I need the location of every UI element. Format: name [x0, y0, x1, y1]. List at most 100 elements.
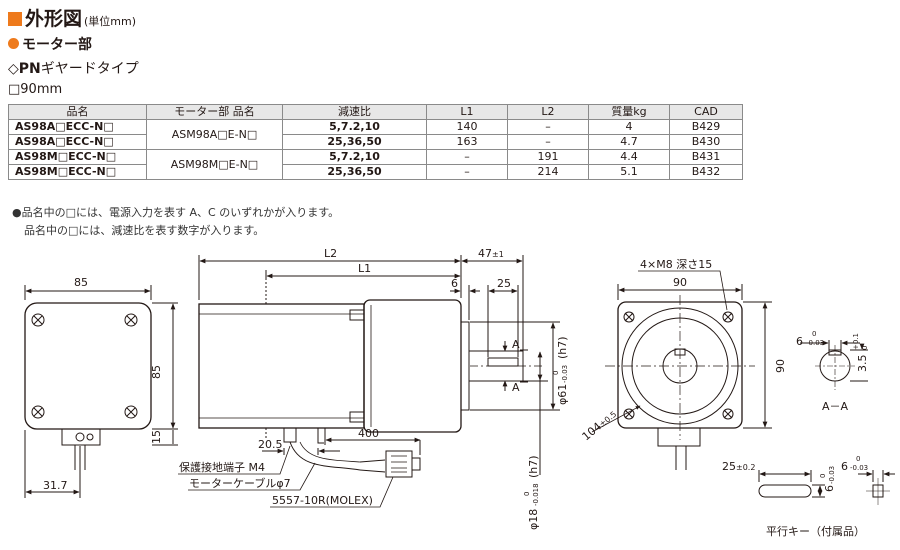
svg-text:+0.1: +0.1: [852, 333, 860, 350]
cell-mass: 5.1: [588, 164, 670, 180]
svg-text:-0.03: -0.03: [806, 339, 824, 347]
cell-cad: B432: [669, 164, 743, 180]
key-body: [758, 484, 812, 498]
tapped-hole-icon: [722, 311, 734, 323]
dim-pilot-step: 6: [451, 277, 458, 290]
cell-motor: ASM98M□E-N□: [146, 149, 283, 180]
shaft-key: [487, 357, 519, 367]
dim-lead-offset: 20.5: [258, 438, 283, 451]
dim-l1: L1: [358, 262, 371, 275]
orange-square-icon: [8, 12, 22, 26]
motor-end-view: [24, 285, 178, 498]
tapped-hole-icon: [623, 311, 635, 323]
dim-shaft-length: 47±1: [478, 247, 504, 260]
cell-product: AS98M□ECC-N□: [8, 149, 147, 165]
dim-l2: L2: [324, 247, 337, 260]
svg-text:6: 6: [841, 460, 848, 473]
svg-text:(h7): (h7): [556, 336, 569, 359]
drawing-title: 外形図 (単位mm): [8, 4, 136, 31]
gear-type-bold: PN: [18, 61, 41, 77]
dim-side-width: 85: [74, 276, 88, 289]
col-header-ratio: 減速比: [282, 104, 427, 120]
screw-icon: [31, 405, 45, 419]
dim-terminal-offset: 31.7: [43, 479, 68, 492]
dim-key-height: 6 0 -0.03: [819, 466, 836, 492]
parallel-key-drawing: [758, 470, 895, 505]
svg-text:-0.03: -0.03: [828, 466, 836, 484]
key-caption: 平行キー（付属品）: [766, 525, 865, 538]
motor-body: [198, 303, 365, 429]
svg-text:φ61: φ61: [556, 384, 569, 405]
dim-key-width: 6 0 -0.03: [841, 455, 868, 473]
screw-icon: [31, 313, 45, 327]
section-mark-top: A: [512, 338, 520, 351]
ground-terminal-block: [61, 428, 101, 446]
col-header-l1: L1: [426, 104, 508, 120]
col-header-l2: L2: [507, 104, 589, 120]
table-row: AS98A□ECC-N□ 25,36,50 163 – 4.7 B430: [8, 134, 743, 150]
ground-screw-icon: [75, 432, 85, 442]
svg-text:φ18: φ18: [527, 509, 540, 530]
svg-text:-0.018: -0.018: [532, 483, 540, 506]
svg-text:6: 6: [796, 335, 803, 348]
dim-aa-key-width: 6 0 -0.03: [796, 330, 824, 348]
table-row: AS98A□ECC-N□ ASM98A□E-N□ 5,7.2,10 140 – …: [8, 119, 743, 150]
spec-table: 品名 モーター部 品名 減速比 L1 L2 質量kg CAD AS98A□ECC…: [8, 104, 743, 180]
dim-side-height: 85: [150, 365, 163, 379]
svg-text:6: 6: [823, 485, 836, 492]
col-header-cad: CAD: [669, 104, 743, 120]
gearhead-body: [363, 299, 462, 433]
label-ground-terminal: 保護接地端子 M4: [179, 460, 265, 474]
dim-key-length: 25: [497, 277, 511, 290]
svg-text:0: 0: [819, 474, 827, 478]
molex-connector: [385, 450, 413, 478]
section-mark-bottom: A: [512, 381, 520, 394]
title-text: 外形図: [25, 8, 83, 30]
col-header-mass: 質量kg: [588, 104, 670, 120]
cell-ratio: 5,7.2,10: [282, 149, 427, 165]
unit-label: (単位mm): [84, 15, 137, 28]
col-header-product: 品名: [8, 104, 147, 120]
label-connector: 5557-10R(MOLEX): [272, 494, 373, 507]
dim-key-length-total: 25±0.2: [722, 460, 755, 473]
svg-text:-0.03: -0.03: [850, 464, 868, 472]
note-gear-ratio: 品名中の□には、減速比を表す数字が入ります。: [24, 224, 265, 237]
dim-aa-depth: 3.5 +0.1 0: [852, 333, 869, 372]
svg-text:(h7): (h7): [527, 455, 540, 478]
cell-product: AS98A□ECC-N□: [8, 119, 147, 135]
tapped-hole-icon: [722, 408, 734, 420]
section-text: モーター部: [22, 37, 92, 53]
diamond-icon: ◇: [8, 61, 19, 77]
svg-text:-0.03: -0.03: [561, 365, 569, 383]
svg-text:0: 0: [856, 455, 860, 463]
frame-size-heading: □90mm: [8, 82, 63, 97]
note-power-input: ●品名中の□には、電源入力を表す A、C のいずれかが入ります。: [12, 206, 340, 219]
label-motor-cable: モーターケーブルφ7: [189, 476, 291, 490]
cell-product: AS98M□ECC-N□: [8, 164, 147, 180]
table-header-row: 品名 モーター部 品名 減速比 L1 L2 質量kg CAD: [8, 104, 743, 120]
gear-type-text: ギヤードタイプ: [40, 61, 139, 77]
svg-text:0: 0: [861, 346, 869, 350]
svg-text:0: 0: [552, 371, 560, 375]
section-heading: モーター部: [8, 34, 92, 54]
dim-cable-length: 400: [358, 427, 379, 440]
dim-front-width: 90: [673, 276, 687, 289]
svg-text:0: 0: [812, 330, 816, 338]
cell-motor: ASM98A□E-N□: [146, 119, 283, 150]
gearhead-pilot: [460, 321, 470, 411]
label-tapped-holes: 4×M8 深さ15: [640, 258, 712, 271]
screw-icon: [124, 313, 138, 327]
tapped-hole-icon: [623, 408, 635, 420]
dim-pilot-diameter: φ61 0 -0.03 (h7): [552, 336, 569, 405]
flange-front-view: [591, 270, 772, 470]
screw-icon: [124, 405, 138, 419]
gear-type-heading: ◇PNギヤードタイプ: [8, 58, 139, 78]
dim-side-bottom: 15: [150, 430, 163, 444]
shaft-section-aa: [800, 340, 868, 390]
table-row: AS98M□ECC-N□ 25,36,50 – 214 5.1 B432: [8, 164, 743, 180]
svg-text:0: 0: [523, 492, 531, 496]
cell-l2: 214: [507, 164, 589, 180]
svg-text:3.5: 3.5: [856, 355, 869, 373]
dim-shaft-diameter: φ18 0 -0.018 (h7): [523, 455, 540, 530]
